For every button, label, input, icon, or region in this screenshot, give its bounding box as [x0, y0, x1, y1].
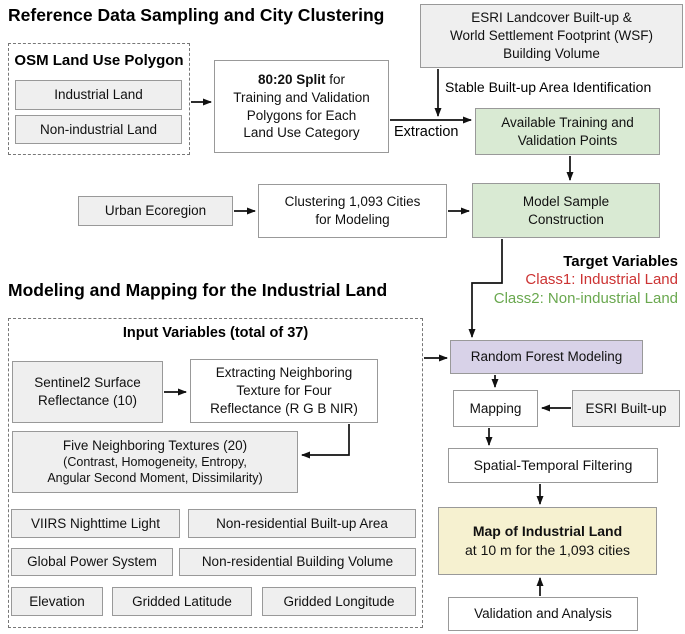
section2-title: Modeling and Mapping for the Industrial … — [8, 280, 388, 300]
osm-landuse-group — [8, 43, 190, 155]
extracting-line1: Extracting Neighboring — [215, 365, 353, 381]
available-points-box: Available Training and Validation Points — [475, 108, 660, 155]
random-forest-box: Random Forest Modeling — [450, 340, 643, 374]
validation-analysis-label: Validation and Analysis — [474, 606, 612, 622]
nonres-building-volume-box: Non-residential Building Volume — [179, 548, 416, 576]
esri-landcover-box: ESRI Landcover Built-up & World Settleme… — [420, 4, 683, 68]
nonres-building-volume-label: Non-residential Building Volume — [201, 554, 394, 570]
global-power-box: Global Power System — [11, 548, 173, 576]
stable-builtup-label: Stable Built-up Area Identification — [445, 79, 652, 95]
gridded-longitude-box: Gridded Longitude — [262, 587, 416, 616]
model-sample-line1: Model Sample — [522, 193, 610, 209]
extracting-texture-box: Extracting Neighboring Texture for Four … — [190, 359, 378, 423]
non-industrial-land-box: Non-industrial Land — [15, 115, 182, 144]
textures-line1: Five Neighboring Textures (20) — [62, 438, 248, 454]
mapping-box: Mapping — [453, 390, 538, 427]
esri-builtup-box: ESRI Built-up — [572, 390, 680, 427]
extracting-line3: Reflectance (R G B NIR) — [210, 400, 358, 416]
split-box: 80:20 Split for Training and Validation … — [214, 60, 389, 153]
gridded-latitude-box: Gridded Latitude — [112, 587, 252, 616]
esri-line2: World Settlement Footprint (WSF) — [449, 28, 654, 44]
viirs-box: VIIRS Nighttime Light — [11, 509, 180, 538]
clustering-line1: Clustering 1,093 Cities — [284, 194, 421, 210]
split-line3: Polygons for Each — [246, 107, 357, 123]
esri-line1: ESRI Landcover Built-up & — [471, 10, 632, 26]
sentinel2-line2: Reflectance (10) — [37, 393, 138, 408]
esri-builtup-label: ESRI Built-up — [585, 400, 667, 416]
split-line4: Land Use Category — [243, 125, 360, 141]
sentinel2-box: Sentinel2 Surface Reflectance (10) — [12, 361, 163, 423]
textures-line3: Angular Second Moment, Dissimilarity) — [47, 470, 263, 485]
clustering-line2: for Modeling — [315, 212, 390, 227]
available-line1: Available Training and — [501, 114, 634, 130]
target-class2-label: Class2: Non-industrial Land — [493, 289, 678, 307]
industrial-land-label: Industrial Land — [54, 87, 143, 103]
target-variables-block: Target Variables Class1: Industrial Land… — [408, 253, 678, 308]
section1-title: Reference Data Sampling and City Cluster… — [8, 5, 385, 25]
mapping-label: Mapping — [469, 400, 522, 416]
global-power-label: Global Power System — [27, 554, 157, 570]
viirs-label: VIIRS Nighttime Light — [30, 515, 161, 531]
urban-ecoregion-label: Urban Ecoregion — [104, 203, 207, 219]
extraction-label: Extraction — [394, 124, 459, 140]
clustering-box: Clustering 1,093 Cities for Modeling — [258, 184, 447, 238]
textures-line2: (Contrast, Homogeneity, Entropy, — [63, 455, 247, 470]
nonres-builtup-area-label: Non-residential Built-up Area — [216, 515, 388, 531]
spatial-temporal-filtering-box: Spatial-Temporal Filtering — [448, 448, 658, 483]
elevation-label: Elevation — [29, 593, 85, 609]
industrial-land-box: Industrial Land — [15, 80, 182, 110]
industrial-land-map-box: Map of Industrial Land at 10 m for the 1… — [438, 507, 657, 575]
available-line2: Validation Points — [517, 132, 618, 148]
gridded-longitude-label: Gridded Longitude — [283, 593, 395, 609]
osm-group-title: OSM Land Use Polygon — [14, 52, 184, 69]
split-line2: Training and Validation — [233, 89, 370, 105]
sentinel2-line1: Sentinel2 Surface — [34, 375, 141, 391]
model-sample-box: Model Sample Construction — [472, 183, 660, 238]
map-line2: at 10 m for the 1,093 cities — [465, 542, 630, 558]
target-variables-title: Target Variables — [563, 253, 678, 270]
random-forest-label: Random Forest Modeling — [470, 349, 623, 365]
model-sample-line2: Construction — [528, 211, 604, 227]
extracting-line2: Texture for Four — [236, 383, 332, 399]
urban-ecoregion-box: Urban Ecoregion — [78, 196, 233, 226]
nonres-builtup-area-box: Non-residential Built-up Area — [188, 509, 416, 538]
validation-analysis-box: Validation and Analysis — [448, 597, 638, 631]
elevation-box: Elevation — [11, 587, 103, 616]
gridded-latitude-label: Gridded Latitude — [132, 593, 232, 609]
esri-line3: Building Volume — [503, 45, 600, 61]
input-variables-group — [8, 318, 423, 628]
non-industrial-land-label: Non-industrial Land — [39, 121, 158, 137]
target-class1-label: Class1: Industrial Land — [525, 271, 678, 289]
neighboring-textures-box: Five Neighboring Textures (20) (Contrast… — [12, 431, 298, 493]
map-line1: Map of Industrial Land — [472, 523, 623, 540]
spatial-temporal-filtering-label: Spatial-Temporal Filtering — [473, 457, 633, 474]
split-line1: 80:20 Split for — [257, 71, 346, 87]
input-variables-title: Input Variables (total of 37) — [122, 325, 309, 341]
